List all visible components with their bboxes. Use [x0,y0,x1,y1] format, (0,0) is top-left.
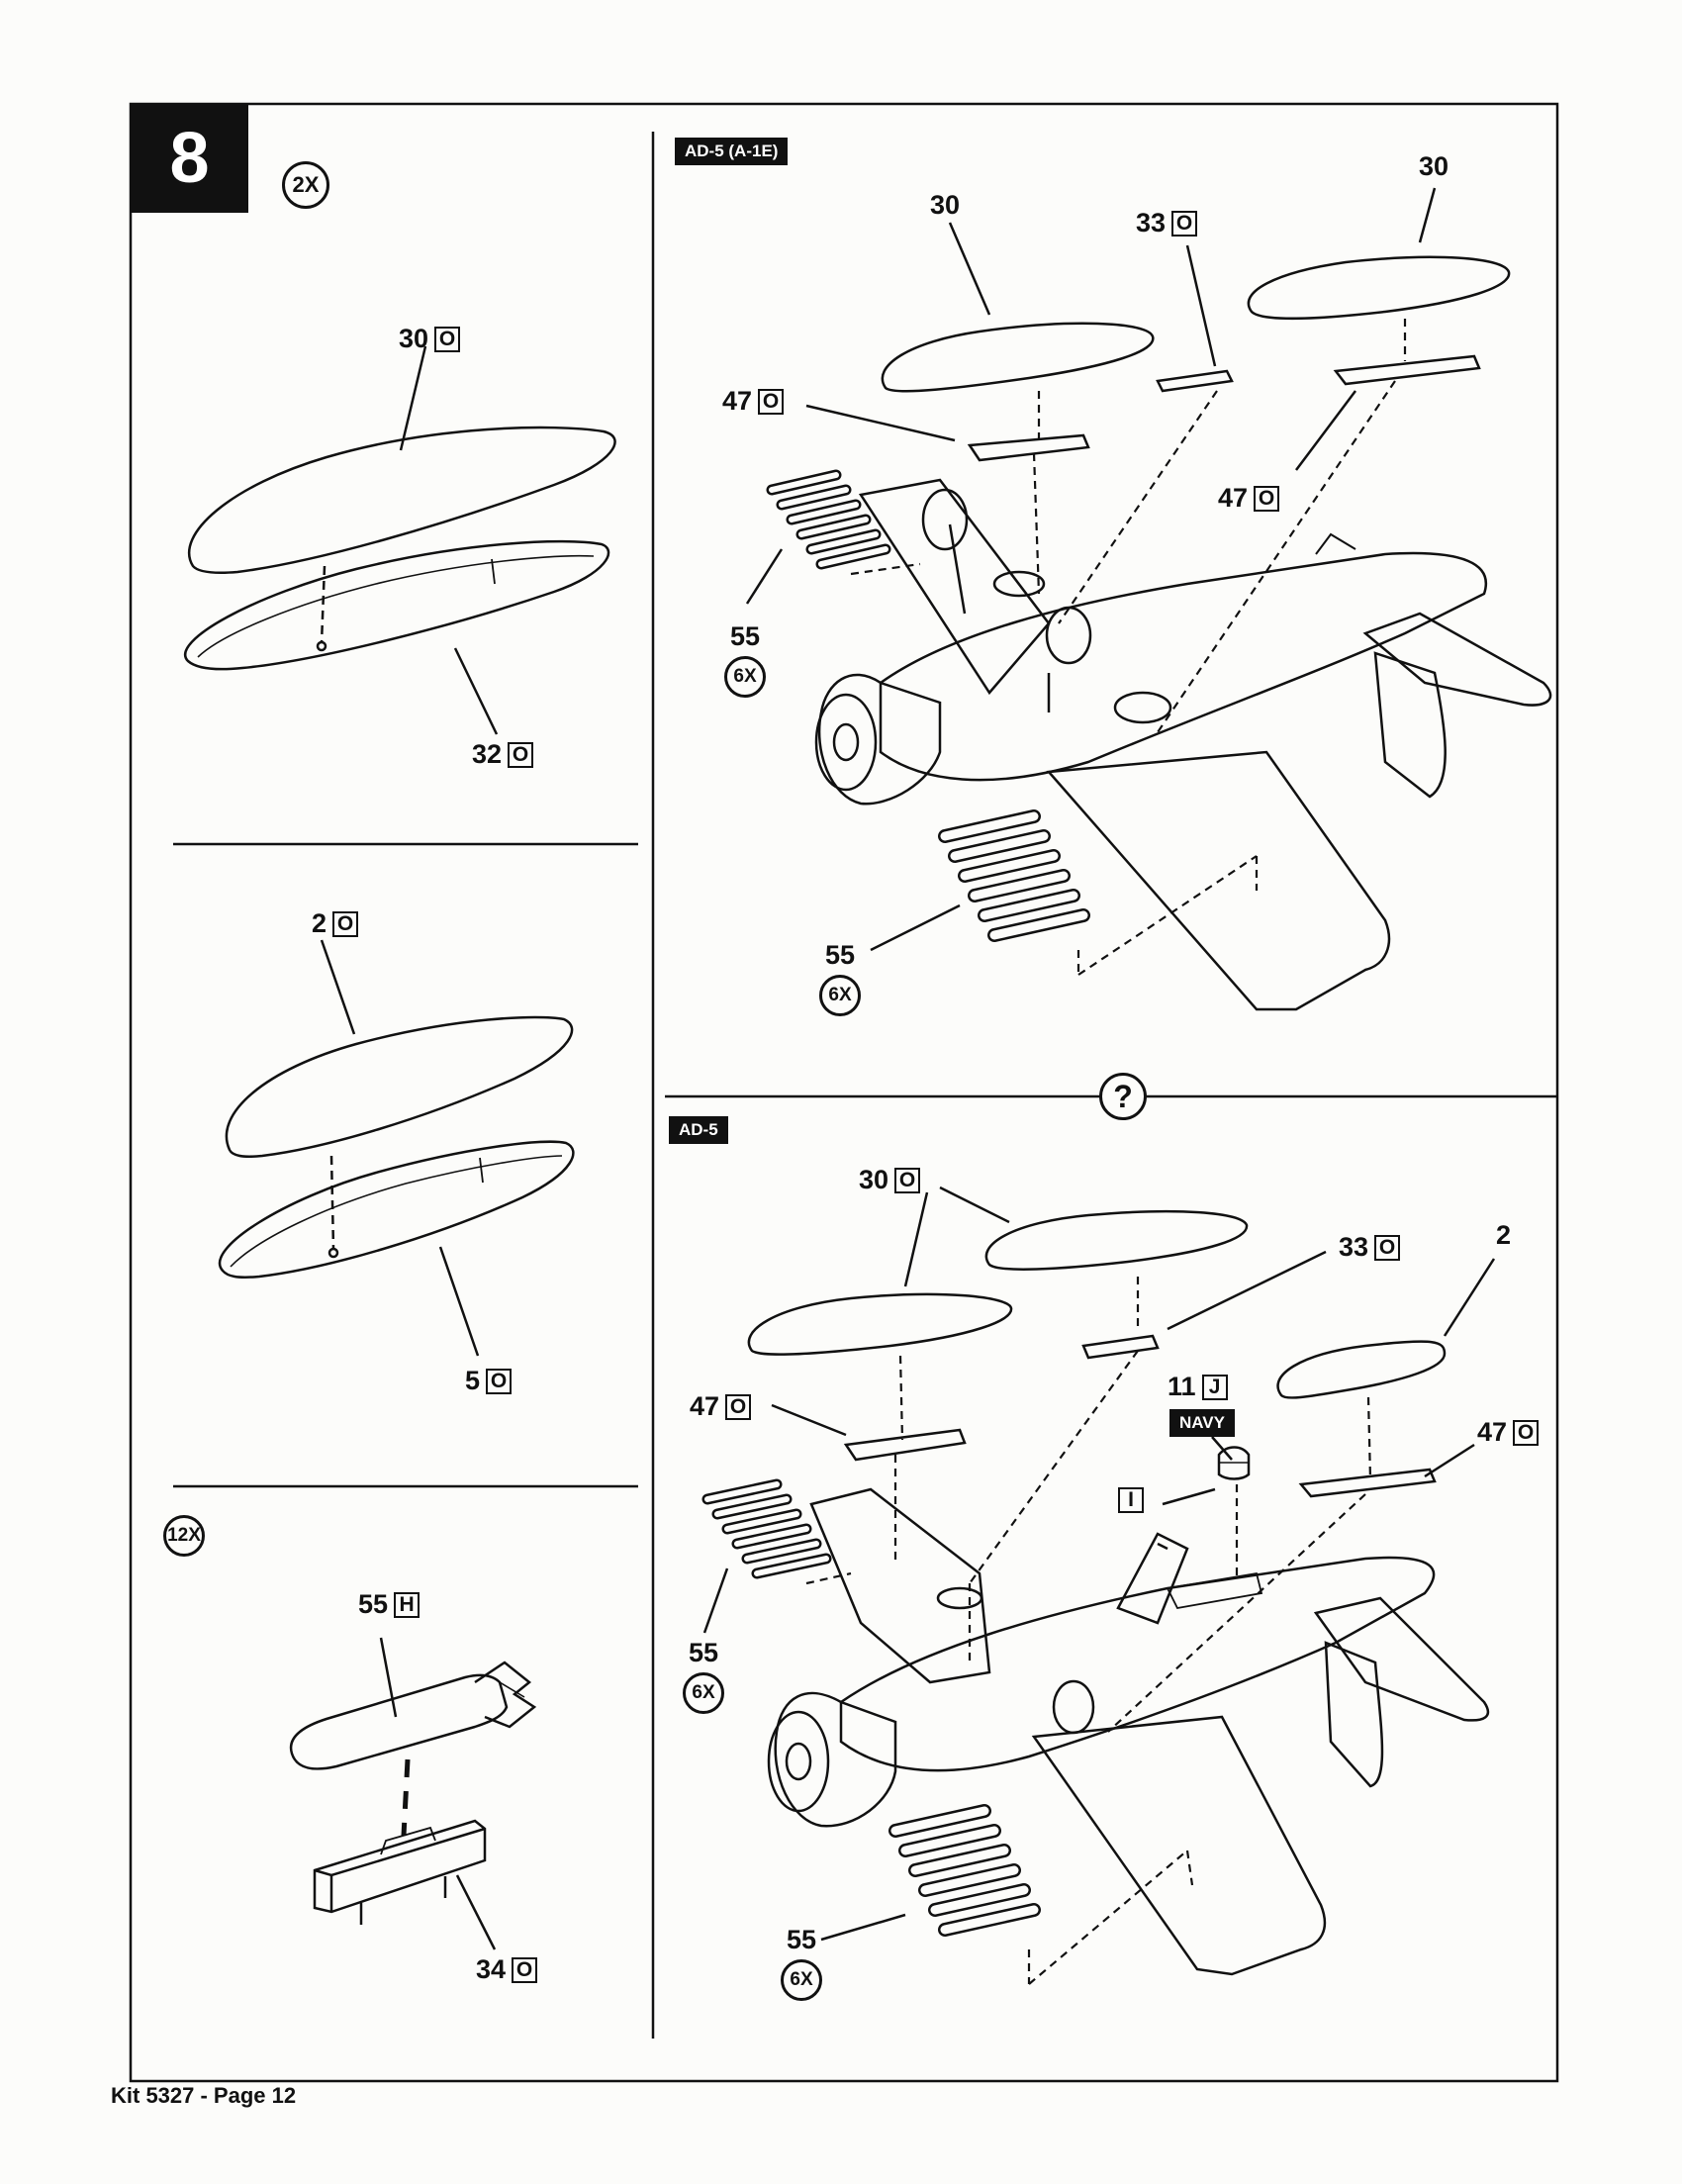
variant-tag-ad5: AD-5 [669,1116,728,1144]
leader-line [455,1874,497,1950]
part-label-i: I [1118,1487,1144,1513]
help-question-icon: ? [1099,1073,1147,1120]
drop-tank-upper-30 [187,426,616,574]
aircraft-a1e [814,478,1552,1011]
bomb-cluster-ad5-left [701,1478,832,1579]
leader-lines-ad5 [702,1186,1496,1942]
bomb-rack-34 [313,1819,487,1925]
antenna-11 [1217,1446,1251,1480]
navy-tag: NAVY [1169,1409,1235,1437]
guide-line [320,565,327,644]
drop-tank-lower-32 [184,539,610,671]
pylon-ad5-left [843,1428,967,1462]
drop-tank-ad5-center [984,1209,1249,1271]
step-number-badge: 8 [131,104,248,213]
drop-tank-a1e-right [1247,255,1511,320]
leader-line [399,345,427,451]
aircraft-ad5 [767,1487,1490,1976]
drop-tank-upper-2 [225,1015,574,1158]
guide-lines-a1e [850,319,1407,976]
page-frame [129,102,1559,2083]
bomb-cluster-a1e-right [938,809,1090,942]
page-footer: Kit 5327 - Page 12 [111,2083,297,2108]
pylon-a1e-right [1333,354,1481,386]
leader-line [453,647,499,735]
leader-lines-a1e [745,187,1437,952]
bomb-cluster-ad5-right [888,1804,1041,1937]
leader-line [379,1637,398,1718]
guide-line [401,1758,411,1837]
drop-tank-ad5-right [1276,1340,1447,1399]
pylon-ad5-right [1298,1468,1437,1498]
part-label-2-ad5: 2 [1496,1220,1512,1250]
step-quantity: 2X [282,161,329,209]
leader-line [320,939,356,1035]
part-label-30-a1e-left: 30 [930,190,961,220]
guide-line [329,1155,335,1250]
part-label-30-a1e-right: 30 [1419,151,1449,181]
variant-tag-a1e: AD-5 (A-1E) [675,138,789,165]
drop-tank-a1e-left [881,322,1155,393]
drop-tank-ad5-left [747,1292,1013,1356]
pylon-a1e-left [967,433,1090,462]
bomb-quantity: 12X [163,1515,205,1557]
leader-line [438,1246,480,1357]
bomb-cluster-a1e-left [766,469,891,570]
pylon-a1e-center [1156,369,1234,393]
drop-tank-lower-5 [219,1140,575,1279]
guide-lines-ad5 [805,1277,1372,1985]
bomb-55 [289,1661,537,1770]
pylon-ad5-center [1081,1334,1160,1360]
